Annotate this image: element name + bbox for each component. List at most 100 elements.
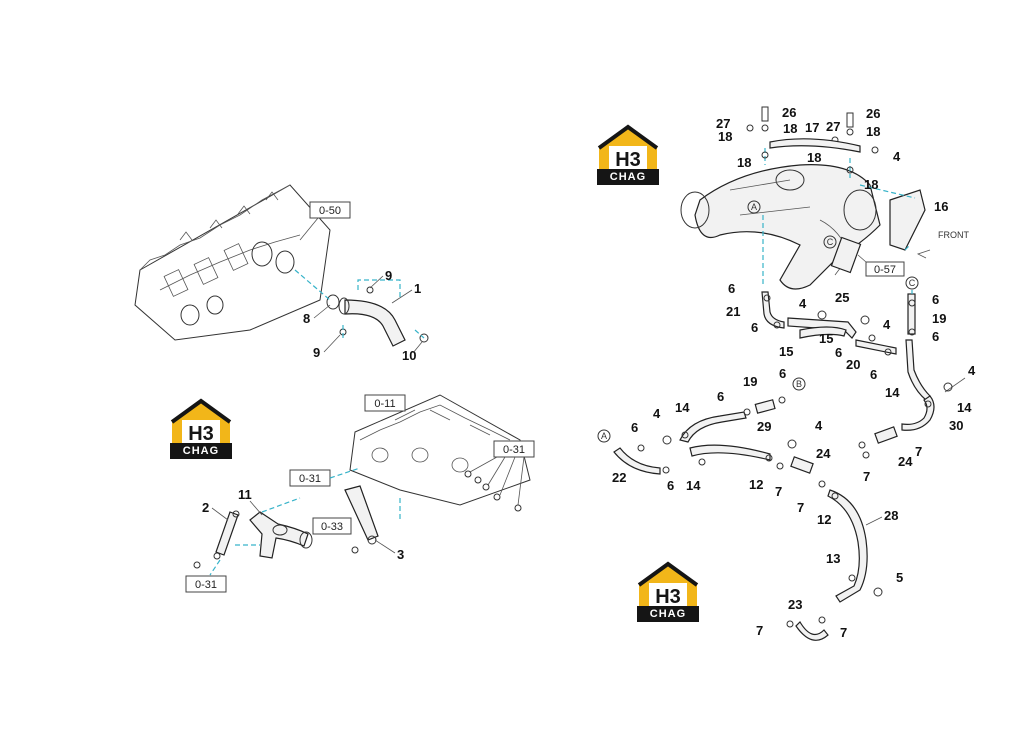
- hardware-dots: [637, 294, 953, 628]
- circle-marker-a2: [597, 429, 611, 443]
- callout-6: 6: [728, 281, 735, 296]
- callout-18e: 18: [807, 150, 821, 165]
- pipe-21: [761, 291, 785, 329]
- svg-text:B: B: [796, 379, 802, 389]
- callout-4d: 4: [968, 363, 976, 378]
- bolts-top: [746, 106, 879, 174]
- callout-23: 23: [788, 597, 802, 612]
- callout-8: 8: [303, 311, 310, 326]
- ref-box-0-57: [865, 261, 905, 277]
- pipe-17: [769, 138, 861, 153]
- logo-text: CHAG: [597, 169, 659, 185]
- ref-label: 0-31: [299, 473, 321, 485]
- callout-9b: 9: [313, 345, 320, 360]
- house-icon: H3: [597, 124, 659, 170]
- bracket-16: [889, 189, 926, 251]
- logo-badge: H3 CHAG: [597, 124, 659, 186]
- circle-marker-c: [823, 235, 837, 249]
- circle-marker-c2: [905, 276, 919, 290]
- callout-13: 13: [826, 551, 840, 566]
- callout-19: 19: [932, 311, 946, 326]
- callout-15b: 15: [819, 331, 833, 346]
- callout-25: 25: [835, 290, 849, 305]
- callout-20: 20: [846, 357, 860, 372]
- ref-label: 0-31: [195, 579, 217, 591]
- bolt-set: [464, 470, 522, 512]
- callout-26: 26: [782, 105, 796, 120]
- circle-marker-a: [747, 200, 761, 214]
- logo-text: CHAG: [637, 606, 699, 622]
- ref-box-0-31-a: [493, 440, 535, 458]
- egr-cooler: [680, 164, 881, 290]
- pipe-30: [901, 395, 935, 431]
- pipe-20: [855, 339, 897, 355]
- bracket-3: [344, 485, 379, 545]
- hose-24: [790, 426, 898, 474]
- callout-4f: 4: [815, 418, 823, 433]
- svg-text:H3: H3: [188, 423, 214, 444]
- callout-21: 21: [726, 304, 740, 319]
- callout-5: 5: [896, 570, 903, 585]
- manifold-assembly: [134, 184, 331, 341]
- callout-1: 1: [414, 281, 421, 296]
- cylinder-head: [349, 394, 531, 506]
- exhaust-pipe-1: [326, 286, 429, 347]
- front-arrow-icon: [916, 249, 931, 259]
- callout-4c: 4: [883, 317, 891, 332]
- callout-28: 28: [884, 508, 898, 523]
- callout-30: 30: [949, 418, 963, 433]
- logo-text: CHAG: [170, 443, 232, 459]
- callout-7d: 7: [797, 500, 804, 515]
- callout-4: 4: [893, 149, 901, 164]
- callout-24b: 24: [898, 454, 913, 469]
- callout-7f: 7: [840, 625, 847, 640]
- callout-19b: 19: [743, 374, 757, 389]
- callout-26b: 26: [866, 106, 880, 121]
- circle-marker-b: [792, 377, 806, 391]
- callout-7: 7: [775, 484, 782, 499]
- logo-badge: H3 CHAG: [170, 398, 232, 460]
- callout-24: 24: [816, 446, 831, 461]
- callout-10: 10: [402, 348, 416, 363]
- ref-label: 0-57: [874, 264, 896, 276]
- callout-14b: 14: [957, 400, 972, 415]
- callout-14: 14: [885, 385, 900, 400]
- logo-badge: H3 CHAG: [637, 561, 699, 623]
- front-label: FRONT: [938, 230, 969, 240]
- svg-text:C: C: [909, 278, 916, 288]
- callout-11: 11: [238, 487, 252, 502]
- house-icon: H3: [170, 398, 232, 444]
- svg-text:H3: H3: [655, 586, 681, 607]
- callout-6b: 6: [751, 320, 758, 335]
- ref-box-0-11: [364, 394, 406, 412]
- callout-6c: 6: [835, 345, 842, 360]
- callout-12b: 12: [817, 512, 831, 527]
- callout-7e: 7: [756, 623, 763, 638]
- callout-6f: 6: [932, 329, 939, 344]
- callout-4b: 4: [799, 296, 807, 311]
- ref-label: 0-33: [321, 521, 343, 533]
- svg-text:A: A: [751, 202, 757, 212]
- callout-18f: 18: [864, 177, 878, 192]
- ref-box-0-31-c: [185, 575, 227, 593]
- callout-6h: 6: [717, 389, 724, 404]
- callout-29: 29: [757, 419, 771, 434]
- callout-9: 9: [385, 268, 392, 283]
- svg-text:H3: H3: [615, 149, 641, 170]
- callout-3: 3: [397, 547, 404, 562]
- callout-6i: 6: [631, 420, 638, 435]
- callout-12: 12: [749, 477, 763, 492]
- callout-27b: 27: [826, 119, 840, 134]
- pipe-23: [795, 621, 829, 641]
- ref-box-0-33: [312, 517, 352, 535]
- ref-label: 0-11: [374, 398, 395, 410]
- ref-label: 0-31: [503, 444, 525, 456]
- svg-text:A: A: [601, 431, 607, 441]
- callout-6d: 6: [870, 367, 877, 382]
- ref-label: 0-50: [319, 205, 341, 217]
- callout-14c: 14: [675, 400, 690, 415]
- callout-18c: 18: [866, 124, 880, 139]
- callout-6g: 6: [779, 366, 786, 381]
- hose-19: [754, 399, 776, 414]
